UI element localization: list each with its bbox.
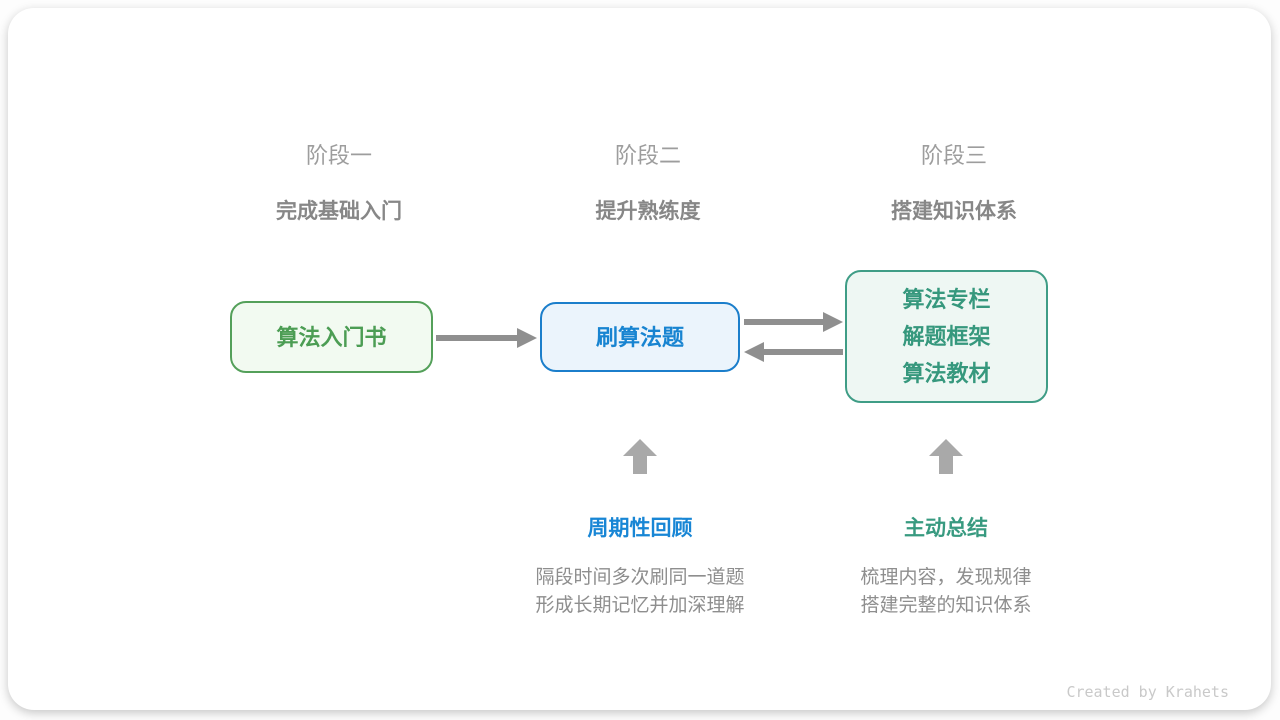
node-label: 算法专栏 <box>902 287 991 312</box>
annotation-title: 周期性回顾 <box>587 517 693 540</box>
stage-subtitle: 搭建知识体系 <box>891 200 1017 223</box>
node-knowledge-sources: 算法专栏 解题框架 算法教材 <box>845 270 1048 403</box>
annotation-desc-line: 梳理内容，发现规律 <box>860 567 1032 588</box>
annotation-desc-line: 形成长期记忆并加深理解 <box>535 595 745 616</box>
arrow-stage1-to-stage2-icon <box>436 328 537 348</box>
stage-header-3: 阶段三 搭建知识体系 <box>824 138 1084 225</box>
annotation-desc-line: 隔段时间多次刷同一道题 <box>535 567 745 588</box>
stage-header-1: 阶段一 完成基础入门 <box>209 138 469 225</box>
annotation-desc-line: 搭建完整的知识体系 <box>860 595 1032 616</box>
arrow-stage3-to-stage2-icon <box>744 342 843 362</box>
node-label: 算法入门书 <box>276 324 387 350</box>
stage-label: 阶段一 <box>305 143 372 168</box>
node-label: 刷算法题 <box>595 324 684 350</box>
node-intro-book: 算法入门书 <box>230 301 433 373</box>
up-arrow-review-icon <box>623 439 657 474</box>
arrow-stage2-to-stage3-icon <box>744 312 843 332</box>
node-label: 解题框架 <box>902 324 991 349</box>
annotation-active-summary: 主动总结 梳理内容，发现规律 搭建完整的知识体系 <box>786 512 1106 620</box>
stage-subtitle: 完成基础入门 <box>276 200 402 223</box>
card: 阶段一 完成基础入门 阶段二 提升熟练度 阶段三 搭建知识体系 算法入门书 刷算… <box>8 8 1271 710</box>
stage-label: 阶段二 <box>614 143 681 168</box>
annotation-desc: 梳理内容，发现规律 搭建完整的知识体系 <box>786 564 1106 620</box>
stage-subtitle: 提升熟练度 <box>595 200 701 223</box>
stage-label: 阶段三 <box>920 143 987 168</box>
up-arrow-summarize-icon <box>929 439 963 474</box>
node-practice-problems: 刷算法题 <box>540 302 740 372</box>
annotation-periodic-review: 周期性回顾 隔段时间多次刷同一道题 形成长期记忆并加深理解 <box>480 512 800 620</box>
annotation-title: 主动总结 <box>904 517 988 540</box>
node-label: 算法教材 <box>902 361 991 386</box>
annotation-desc: 隔段时间多次刷同一道题 形成长期记忆并加深理解 <box>480 564 800 620</box>
credit-text: Created by Krahets <box>1066 683 1229 701</box>
stage-header-2: 阶段二 提升熟练度 <box>518 138 778 225</box>
